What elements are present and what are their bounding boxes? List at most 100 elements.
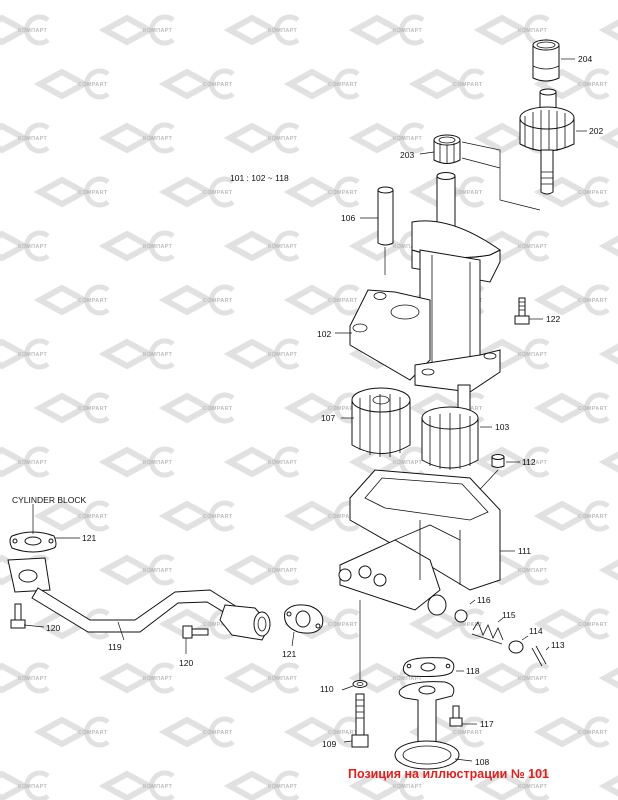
watermark-logo: COMPART [158, 176, 235, 208]
svg-text:КОМПАРТ: КОМПАРТ [268, 352, 298, 358]
watermark-logo: COMPART [408, 68, 485, 100]
svg-text:КОМПАРТ: КОМПАРТ [18, 676, 48, 682]
watermark-logo: COMPART [33, 716, 110, 748]
svg-text:COMPART: COMPART [78, 406, 108, 412]
watermark-logo: КОМПАРТ [223, 14, 300, 46]
watermark-logo: COMPART [158, 500, 235, 532]
part-102-pump-body [349, 172, 501, 417]
label-204: 204 [578, 54, 592, 64]
svg-text:КОМПАРТ: КОМПАРТ [18, 28, 48, 34]
svg-text:COMPART: COMPART [578, 190, 608, 196]
part-labels: 204 202 203 101 : 102 ~ 118 106 122 102 … [12, 54, 603, 767]
label-103: 103 [495, 422, 509, 432]
svg-text:КОМПАРТ: КОМПАРТ [393, 676, 423, 682]
label-112: 112 [522, 457, 536, 467]
svg-text:КОМПАРТ: КОМПАРТ [268, 784, 298, 790]
watermark-logo: КОМПАРТ [598, 343, 618, 365]
svg-text:COMPART: COMPART [203, 82, 233, 88]
watermark-logo: COMPART [533, 392, 610, 424]
watermark-logo: COMPART [33, 176, 110, 208]
watermark-logo: COMPART [158, 284, 235, 316]
svg-text:КОМПАРТ: КОМПАРТ [18, 352, 48, 358]
svg-text:COMPART: COMPART [578, 298, 608, 304]
watermark-logo: КОМПАРТ [223, 230, 300, 262]
svg-text:COMPART: COMPART [578, 730, 608, 736]
part-119-suction-pipe [7, 557, 271, 641]
watermark-logo: КОМПАРТ [473, 446, 550, 478]
watermark-logo: КОМПАРТ [98, 770, 175, 800]
svg-text:КОМПАРТ: КОМПАРТ [268, 460, 298, 466]
part-121-gasket-left [9, 531, 57, 553]
svg-text:КОМПАРТ: КОМПАРТ [518, 244, 548, 250]
watermark-logo: КОМПАРТ [473, 14, 550, 46]
label-110: 110 [320, 684, 334, 694]
part-203-bushing [433, 134, 461, 164]
svg-text:COMPART: COMPART [203, 514, 233, 520]
svg-text:COMPART: COMPART [203, 298, 233, 304]
svg-text:COMPART: COMPART [203, 622, 233, 628]
watermark-logo: КОМПАРТ [98, 446, 175, 478]
label-106: 106 [341, 213, 355, 223]
svg-text:COMPART: COMPART [578, 622, 608, 628]
part-114-plug [508, 640, 524, 654]
watermark-logo: COMPART [533, 608, 610, 640]
svg-text:COMPART: COMPART [328, 514, 358, 520]
watermark-logo: COMPART [158, 392, 235, 424]
watermark-logo: КОМПАРТ [98, 230, 175, 262]
svg-text:COMPART: COMPART [453, 82, 483, 88]
part-116-ball [454, 609, 468, 623]
label-109: 109 [322, 739, 336, 749]
watermark-logo: COMPART [283, 68, 360, 100]
svg-text:COMPART: COMPART [328, 190, 358, 196]
label-202: 202 [589, 126, 603, 136]
watermark-logo: КОМПАРТ [0, 338, 50, 370]
watermark-logo: КОМПАРТ [473, 662, 550, 694]
watermark-logo: COMPART [533, 500, 610, 532]
svg-text:COMPART: COMPART [578, 514, 608, 520]
part-115-spring [471, 621, 504, 645]
watermark-logo: КОМПАРТ [98, 14, 175, 46]
svg-text:КОМПАРТ: КОМПАРТ [518, 568, 548, 574]
watermark-logo: COMPART [283, 716, 360, 748]
watermark-logo: COMPART [283, 284, 360, 316]
watermark-logo: КОМПАРТ [0, 230, 50, 262]
svg-text:КОМПАРТ: КОМПАРТ [268, 568, 298, 574]
part-120-bolt-left [10, 603, 26, 629]
label-115: 115 [502, 610, 516, 620]
label-114: 114 [529, 626, 543, 636]
watermark-logo: COMPART [283, 392, 360, 424]
watermark-logo: КОМПАРТ [98, 554, 175, 586]
svg-text:COMPART: COMPART [453, 730, 483, 736]
label-121-left: 121 [82, 533, 96, 543]
watermark-logo: КОМПАРТ [0, 122, 50, 154]
svg-text:КОМПАРТ: КОМПАРТ [143, 568, 173, 574]
svg-text:КОМПАРТ: КОМПАРТ [518, 784, 548, 790]
watermark-logo: COMPART [533, 716, 610, 748]
label-122: 122 [546, 314, 560, 324]
part-103-drive-gear [421, 406, 479, 470]
part-122-bolt [514, 297, 530, 325]
watermark-logo: COMPART [33, 500, 110, 532]
part-120-bolt-center [182, 625, 209, 639]
label-120-center: 120 [179, 658, 193, 668]
svg-text:КОМПАРТ: КОМПАРТ [393, 136, 423, 142]
svg-text:КОМПАРТ: КОМПАРТ [268, 28, 298, 34]
svg-text:COMPART: COMPART [578, 406, 608, 412]
label-102: 102 [317, 329, 331, 339]
label-116: 116 [477, 595, 491, 605]
svg-text:КОМПАРТ: КОМПАРТ [18, 460, 48, 466]
label-121-right: 121 [282, 649, 296, 659]
svg-text:КОМПАРТ: КОМПАРТ [393, 28, 423, 34]
watermark-logo: КОМПАРТ [598, 127, 618, 149]
part-117-bolt [449, 705, 463, 727]
part-112-bushing [469, 454, 505, 501]
watermark-logo: КОМПАРТ [0, 446, 50, 478]
svg-text:COMPART: COMPART [78, 514, 108, 520]
svg-text:КОМПАРТ: КОМПАРТ [268, 244, 298, 250]
svg-text:КОМПАРТ: КОМПАРТ [18, 784, 48, 790]
label-203: 203 [400, 150, 414, 160]
watermark-logo: КОМПАРТ [348, 770, 425, 800]
part-110-washer [352, 680, 368, 688]
label-117: 117 [480, 719, 494, 729]
